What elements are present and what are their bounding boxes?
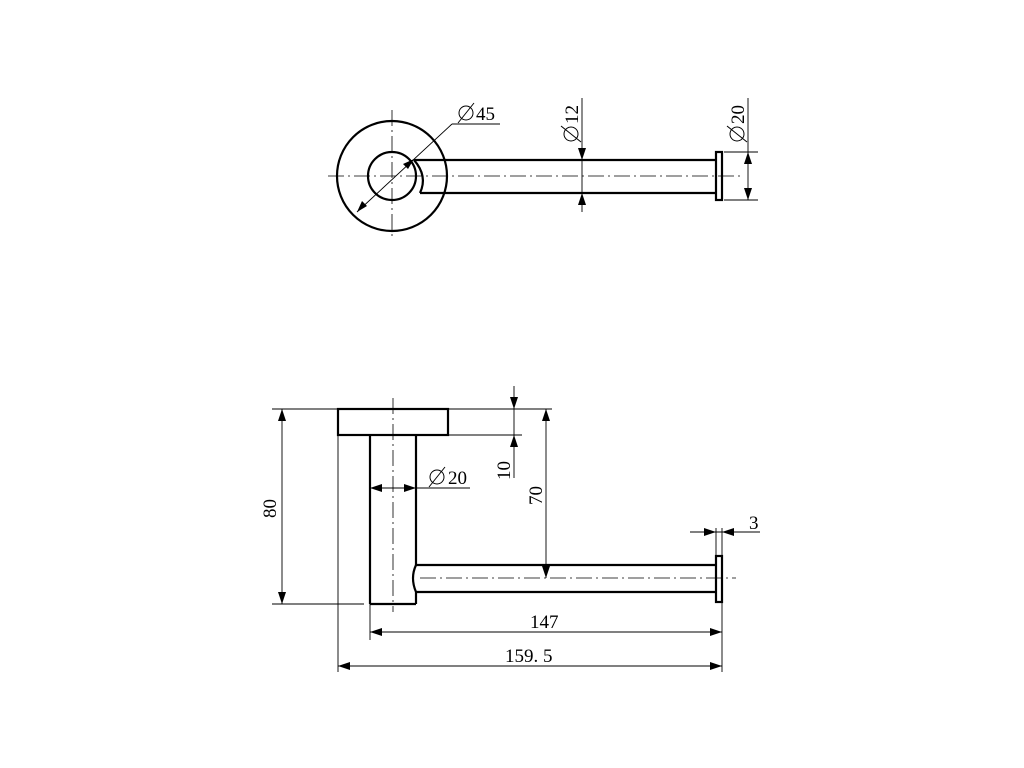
arm-join-curve [411, 564, 418, 604]
side-view: 80 10 70 20 3 147 159. 5 [260, 386, 760, 672]
arrowhead [710, 628, 722, 636]
dim-rod-diameter: 12 [562, 105, 583, 124]
dim-cap-group: 20 [726, 105, 749, 143]
dim-total-height: 80 [260, 499, 281, 518]
dim-rod-group: 12 [560, 105, 583, 143]
dim-total-length: 159. 5 [505, 646, 553, 667]
dim-arm-length: 147 [530, 612, 559, 633]
arrowhead [710, 662, 722, 670]
dim-rosette-thickness: 10 [494, 461, 515, 480]
arrowhead [510, 435, 518, 447]
arrowhead [278, 409, 286, 421]
end-cap-side [714, 554, 724, 604]
diameter-symbol-icon [428, 466, 446, 488]
dim-post-diameter: 20 [448, 468, 467, 489]
top-view: 45 12 20 [328, 98, 758, 240]
diameter-symbol-icon [726, 125, 748, 143]
arrowhead [357, 201, 367, 212]
arrowhead [510, 397, 518, 409]
dim-rosette-diameter: 45 [476, 104, 495, 125]
arrowhead [722, 528, 734, 536]
dim-rod-height: 70 [526, 486, 547, 505]
rod-join-curve [413, 159, 425, 194]
diameter-symbol-icon [457, 102, 475, 124]
arrowhead [578, 148, 586, 160]
diameter-symbol-icon [560, 125, 582, 143]
dim-cap-thickness: 3 [749, 513, 759, 534]
arrowhead [542, 566, 550, 578]
arrowhead [704, 528, 716, 536]
arrowhead [744, 188, 752, 200]
arrowhead [278, 592, 286, 604]
arrowhead [542, 409, 550, 421]
arrowhead [338, 662, 350, 670]
arrowhead [404, 484, 416, 492]
arrowhead [370, 484, 382, 492]
rosette-diameter-leader [356, 123, 453, 213]
dim-cap-diameter: 20 [728, 105, 749, 124]
arrowhead [744, 152, 752, 164]
arrowhead [370, 628, 382, 636]
arrowhead [403, 159, 414, 169]
arrowhead [578, 193, 586, 205]
